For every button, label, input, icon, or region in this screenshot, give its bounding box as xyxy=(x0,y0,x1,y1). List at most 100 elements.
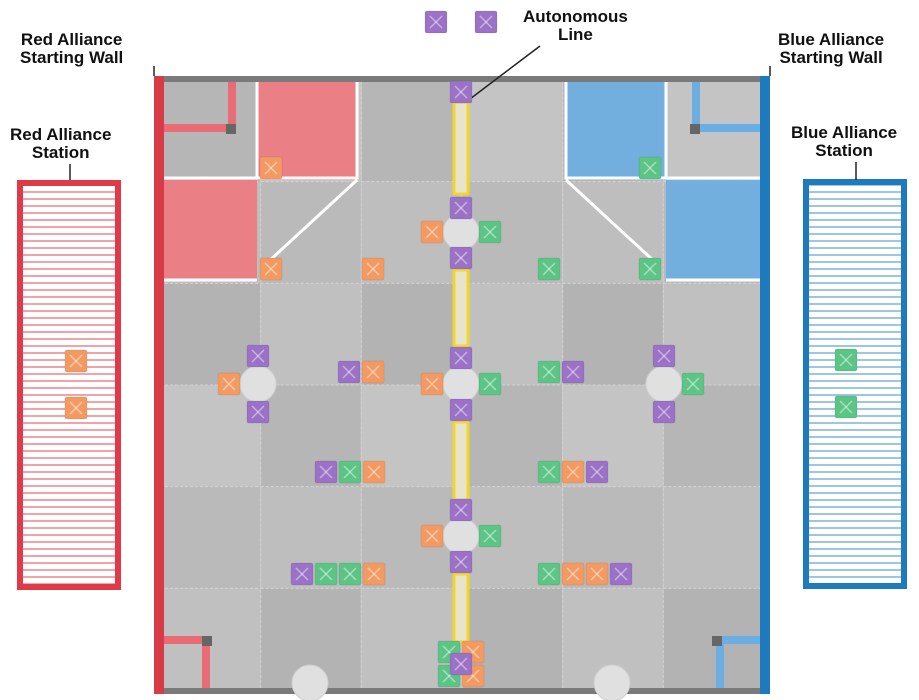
cube-mark xyxy=(425,225,439,239)
cube-mark xyxy=(566,567,580,581)
cube-mark xyxy=(643,262,657,276)
green-cube-body xyxy=(478,372,502,396)
green-cube xyxy=(537,562,561,586)
green-cube-body xyxy=(338,562,362,586)
cube-mark xyxy=(479,15,493,29)
purple-cube xyxy=(449,246,473,270)
purple-cube xyxy=(424,10,448,34)
green-cube-body xyxy=(681,372,705,396)
green-cube-body xyxy=(834,348,858,372)
purple-cube-body xyxy=(449,652,473,676)
cube-mark xyxy=(542,262,556,276)
cube-mark xyxy=(454,201,468,215)
autonomous-line-segments xyxy=(452,100,470,644)
orange-cube-body xyxy=(420,220,444,244)
red-alliance-starting-wall xyxy=(154,76,164,694)
goal xyxy=(239,365,277,403)
cube-mark xyxy=(367,465,381,479)
orange-cube-body xyxy=(259,257,283,281)
purple-cube-body xyxy=(609,562,633,586)
orange-cube-body xyxy=(362,562,386,586)
green-cube xyxy=(537,360,561,384)
purple-cube-body xyxy=(449,498,473,522)
cube-mark xyxy=(542,567,556,581)
red-start-tile-2 xyxy=(160,180,257,280)
cube-mark xyxy=(251,405,265,419)
cube-mark xyxy=(614,567,628,581)
green-cube xyxy=(314,562,338,586)
green-cube-body xyxy=(478,524,502,548)
orange-cube xyxy=(420,524,444,548)
cube-mark xyxy=(542,365,556,379)
green-cube xyxy=(537,460,561,484)
purple-cube xyxy=(474,10,498,34)
purple-cube xyxy=(337,360,361,384)
orange-cube-body xyxy=(561,562,585,586)
orange-cube-body xyxy=(361,360,385,384)
purple-cube-body xyxy=(246,344,270,368)
cube-mark xyxy=(319,465,333,479)
field-tile xyxy=(159,384,262,488)
cube-mark xyxy=(366,365,380,379)
orange-cube-body xyxy=(362,460,386,484)
cube-mark xyxy=(542,365,556,379)
cube-mark xyxy=(343,567,357,581)
field-tile xyxy=(159,282,262,386)
purple-cube-body xyxy=(337,360,361,384)
cube-mark xyxy=(657,405,671,419)
purple-cube-body xyxy=(449,346,473,370)
field-tile xyxy=(662,384,765,488)
green-cube-body xyxy=(834,395,858,419)
orange-cube xyxy=(362,460,386,484)
cube-mark xyxy=(566,365,580,379)
cube-mark xyxy=(643,161,657,175)
cube-mark xyxy=(479,15,493,29)
cube-mark xyxy=(366,262,380,276)
cube-mark xyxy=(425,225,439,239)
orange-cube xyxy=(259,156,283,180)
cube-mark xyxy=(264,262,278,276)
green-cube xyxy=(338,562,362,586)
green-cube-body xyxy=(537,360,561,384)
orange-cube xyxy=(561,460,585,484)
field-bottom-wall xyxy=(154,688,770,694)
purple-cube xyxy=(246,400,270,424)
cube-mark xyxy=(590,465,604,479)
cube-mark xyxy=(590,567,604,581)
cube-mark xyxy=(454,85,468,99)
blue-alliance-starting-wall xyxy=(760,76,770,694)
cube-mark xyxy=(657,405,671,419)
cube-mark xyxy=(319,567,333,581)
cube-mark xyxy=(425,529,439,543)
goal xyxy=(593,664,631,700)
orange-cube xyxy=(64,396,88,420)
cube-mark xyxy=(466,645,480,659)
blue-start-tile-2 xyxy=(666,180,764,280)
cube-mark xyxy=(454,251,468,265)
orange-cube xyxy=(585,562,609,586)
purple-cube-body xyxy=(290,562,314,586)
cube-mark xyxy=(319,465,333,479)
green-cube-body xyxy=(537,562,561,586)
green-cube-body xyxy=(478,220,502,244)
cube-mark xyxy=(366,365,380,379)
cube-mark xyxy=(264,161,278,175)
purple-cube xyxy=(585,460,609,484)
field-top-wall xyxy=(154,76,770,82)
cube-mark xyxy=(566,465,580,479)
purple-cube xyxy=(449,80,473,104)
cube-mark xyxy=(454,403,468,417)
cube-mark xyxy=(839,400,853,414)
orange-cube xyxy=(361,360,385,384)
cube-mark xyxy=(251,405,265,419)
purple-cube-body xyxy=(314,460,338,484)
purple-cube-body xyxy=(449,550,473,574)
autonomous-line-segment xyxy=(452,572,470,644)
cube-mark xyxy=(483,529,497,543)
orange-cube xyxy=(259,257,283,281)
purple-cube xyxy=(561,360,585,384)
